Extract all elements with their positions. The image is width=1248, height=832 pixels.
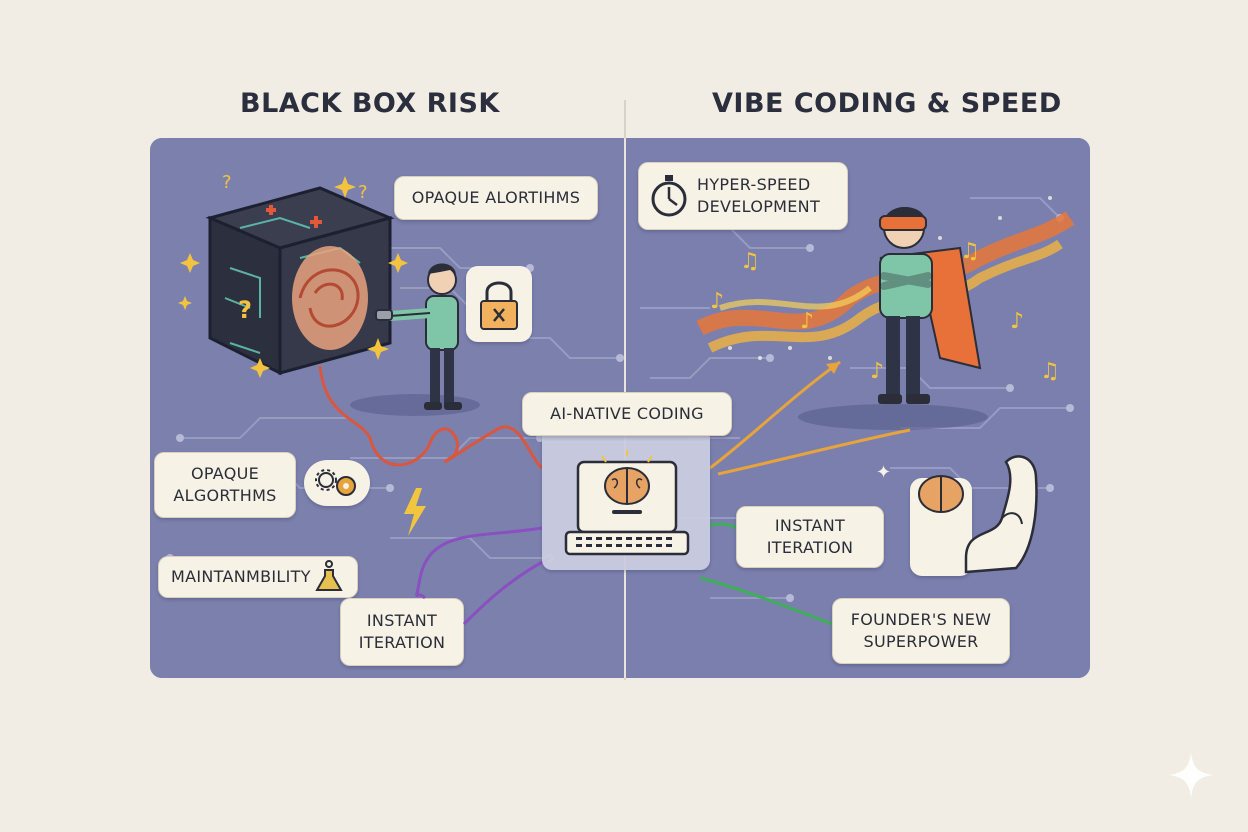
svg-text:?: ? (358, 182, 368, 203)
label-instant-iteration-right: INSTANT ITERATION (736, 506, 884, 568)
label-ai-native-coding: AI-NATIVE CODING (522, 392, 732, 436)
label-maintainability-text: MAINTANMBILITY (171, 567, 311, 586)
flask-icon (315, 560, 343, 591)
main-panel: ? ? ? (150, 138, 1090, 678)
label-opaque-algorithms-bottom: OPAQUE ALGORTHMS (154, 452, 296, 518)
stopwatch-icon (651, 175, 687, 217)
heading-vibe-coding: VIBE CODING & SPEED (712, 88, 1062, 119)
label-opaque-algorithms-top-text: OPAQUE ALORTIHMS (411, 188, 581, 207)
label-instant-iteration-left-text: INSTANT ITERATION (358, 611, 446, 652)
black-box-cube-illustration: ? (205, 186, 395, 376)
lock-icon-box (466, 266, 532, 342)
padlock-icon (480, 281, 518, 330)
label-opaque-algorithms-top: OPAQUE ALORTIHMS (394, 176, 598, 220)
label-maintainability: MAINTANMBILITY (158, 556, 358, 598)
svg-text:♪: ♪ (870, 359, 884, 384)
person-investigator-illustration (375, 263, 462, 410)
svg-text:♫: ♫ (1040, 359, 1060, 384)
svg-text:♫: ♫ (960, 239, 980, 264)
label-instant-iteration-left: INSTANT ITERATION (340, 598, 464, 666)
lightning-bolt-icon (404, 488, 426, 536)
connector-lines (318, 360, 911, 626)
superhero-developer-illustration (878, 207, 982, 404)
svg-text:♪: ♪ (710, 289, 724, 314)
label-hyper-speed-development-text: HYPER-SPEED DEVELOPMENT (697, 175, 821, 216)
laptop-brain-illustration (564, 450, 690, 556)
label-founders-new-superpower: FOUNDER'S NEW SUPERPOWER (832, 598, 1010, 664)
label-founders-new-superpower-text: FOUNDER'S NEW SUPERPOWER (850, 610, 992, 651)
gears-icon-box (304, 460, 370, 506)
label-hyper-speed-development: HYPER-SPEED DEVELOPMENT (638, 162, 848, 230)
sparkle-icon (1168, 752, 1214, 798)
svg-text:?: ? (222, 172, 232, 193)
label-ai-native-coding-text: AI-NATIVE CODING (550, 404, 704, 423)
sparkles-decoration: ? ? (178, 172, 408, 378)
label-instant-iteration-right-text: INSTANT ITERATION (766, 516, 854, 557)
label-opaque-algorithms-bottom-text: OPAQUE ALGORTHMS (173, 464, 277, 505)
floor-shadow-right (798, 404, 988, 430)
svg-text:♫: ♫ (740, 249, 760, 274)
svg-text:?: ? (238, 296, 252, 324)
svg-text:♪: ♪ (1010, 309, 1024, 334)
brain-muscle-illustration: ✦ (876, 455, 1038, 574)
gears-icon (315, 469, 356, 496)
heading-black-box-risk: BLACK BOX RISK (240, 88, 500, 119)
svg-text:✦: ✦ (876, 462, 891, 483)
svg-text:♪: ♪ (800, 309, 814, 334)
